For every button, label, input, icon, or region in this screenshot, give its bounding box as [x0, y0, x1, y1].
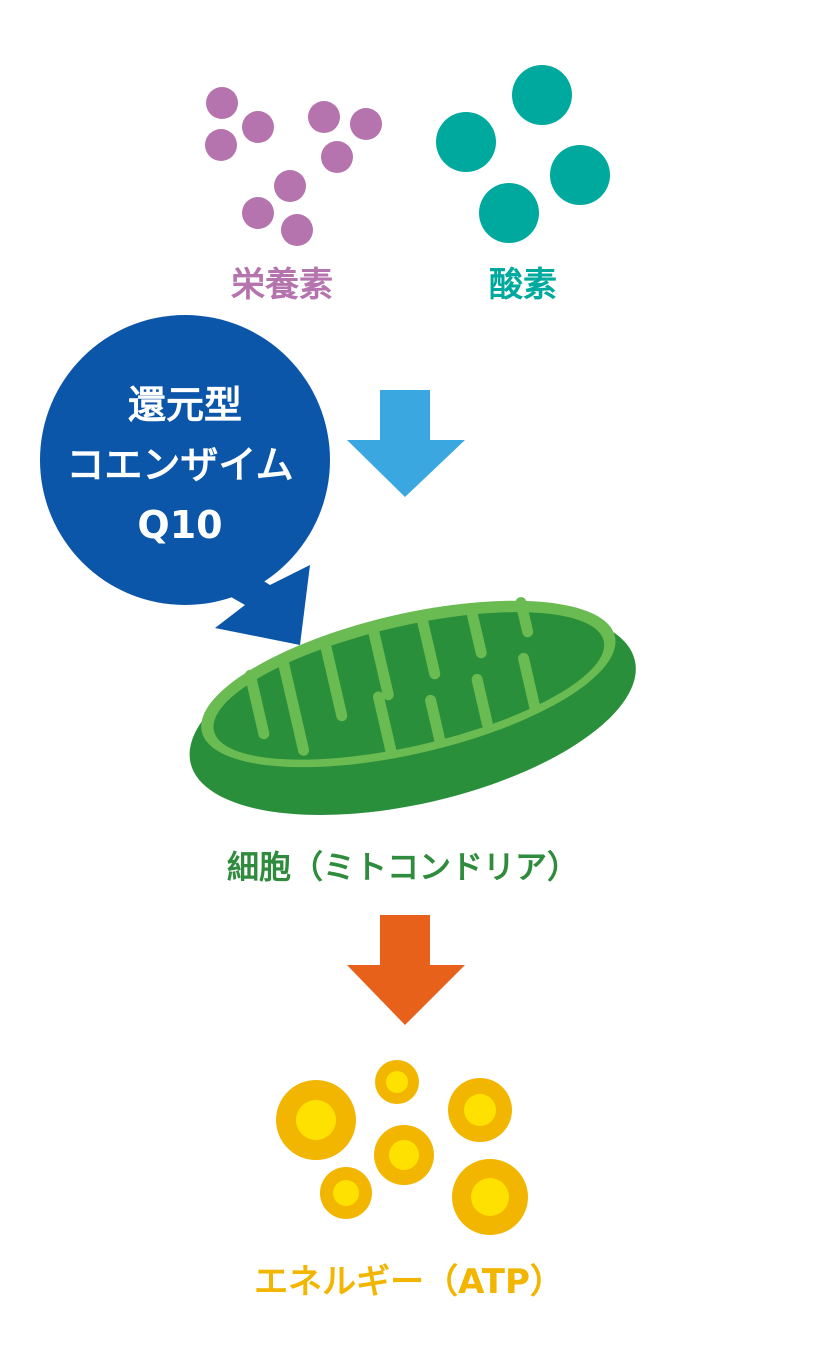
atp-dot: [452, 1159, 528, 1235]
coq10-line3: Q10: [137, 503, 222, 547]
input-arrow-icon: [347, 390, 465, 497]
nutrient-dot: [242, 197, 274, 229]
coq10-line1: 還元型: [128, 383, 242, 427]
atp-dot: [375, 1060, 419, 1104]
nutrient-dot: [308, 101, 340, 133]
atp-particles: [276, 1060, 528, 1235]
oxygen-dot: [512, 65, 572, 125]
nutrient-particles: [205, 87, 382, 246]
oxygen-dot: [550, 145, 610, 205]
atp-dot: [374, 1125, 434, 1185]
nutrient-dot: [242, 111, 274, 143]
nutrient-dot: [274, 170, 306, 202]
atp-dot: [448, 1078, 512, 1142]
nutrient-dot: [281, 214, 313, 246]
nutrient-dot: [321, 141, 353, 173]
atp-dot: [320, 1167, 372, 1219]
nutrient-dot: [350, 108, 382, 140]
energy-label: エネルギー（ATP）: [254, 1262, 564, 1302]
nutrients-label: 栄養素: [231, 265, 333, 305]
mitochondria-illustration: [189, 597, 636, 815]
coq10-bubble: 還元型 コエンザイム Q10: [40, 315, 330, 645]
output-arrow-icon: [347, 915, 465, 1025]
coq10-line2: コエンザイム: [66, 443, 293, 487]
nutrient-dot: [206, 87, 238, 119]
oxygen-particles: [436, 65, 610, 243]
atp-dot: [276, 1080, 356, 1160]
nutrient-dot: [205, 129, 237, 161]
oxygen-label: 酸素: [489, 265, 557, 305]
oxygen-dot: [436, 112, 496, 172]
oxygen-dot: [479, 183, 539, 243]
mitochondria-label: 細胞（ミトコンドリア）: [227, 848, 579, 886]
